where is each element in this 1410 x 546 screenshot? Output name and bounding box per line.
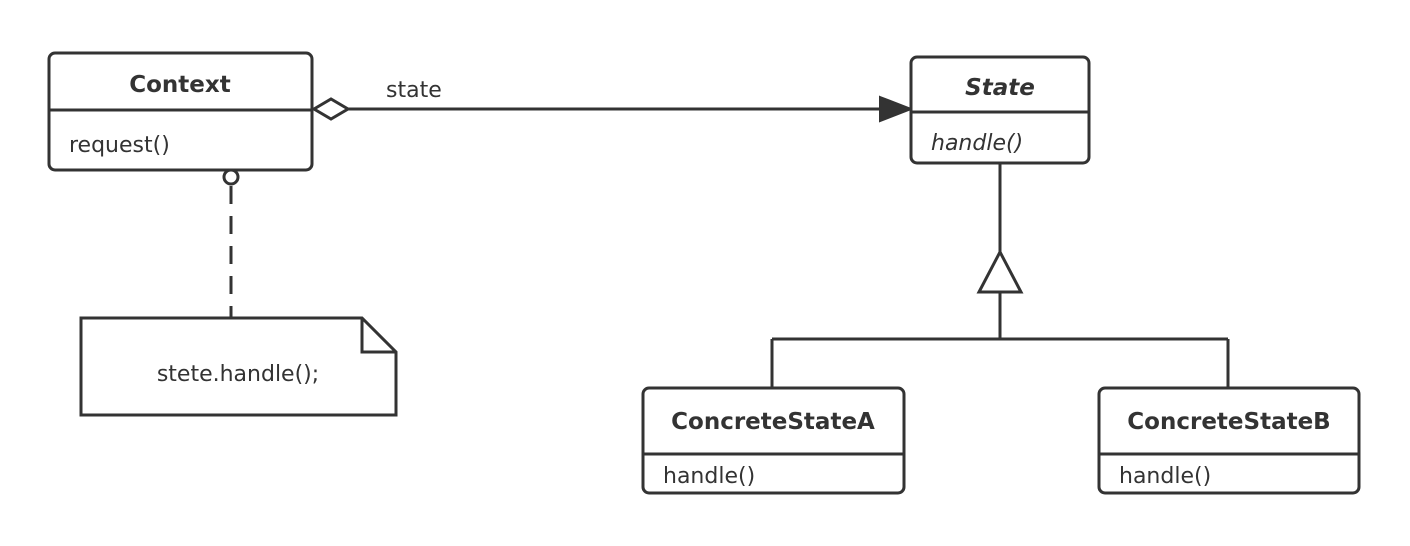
state-method: handle() (931, 131, 1023, 156)
note-anchor-icon (222, 168, 240, 186)
concrete-state-a-class: ConcreteStateA handle() (641, 386, 906, 495)
note: stete.handle(); (79, 316, 398, 417)
concrete-state-b-method: handle() (1119, 464, 1211, 489)
concrete-state-a-method: handle() (663, 464, 755, 489)
generalization (770, 163, 1230, 388)
context-class: Context request() (47, 51, 314, 172)
note-folded-corner-icon (360, 318, 396, 354)
inheritance-triangle-icon (976, 248, 1024, 294)
concrete-state-a-box (641, 386, 906, 495)
aggregation-diamond-icon (311, 97, 351, 121)
note-text: stete.handle(); (157, 362, 319, 387)
concrete-state-b-class: ConcreteStateB handle() (1097, 386, 1361, 495)
state-name: State (965, 75, 1035, 101)
context-name: Context (129, 72, 230, 98)
context-method: request() (69, 133, 170, 158)
concrete-state-a-name: ConcreteStateA (671, 409, 875, 435)
association-arrowhead-icon (879, 95, 914, 123)
note-connector (222, 168, 240, 318)
concrete-state-b-name: ConcreteStateB (1127, 409, 1330, 435)
association-context-state: state (311, 78, 914, 123)
note-shape (79, 316, 398, 417)
association-label: state (386, 78, 442, 103)
state-class: State handle() (909, 55, 1091, 165)
concrete-state-b-box (1097, 386, 1361, 495)
